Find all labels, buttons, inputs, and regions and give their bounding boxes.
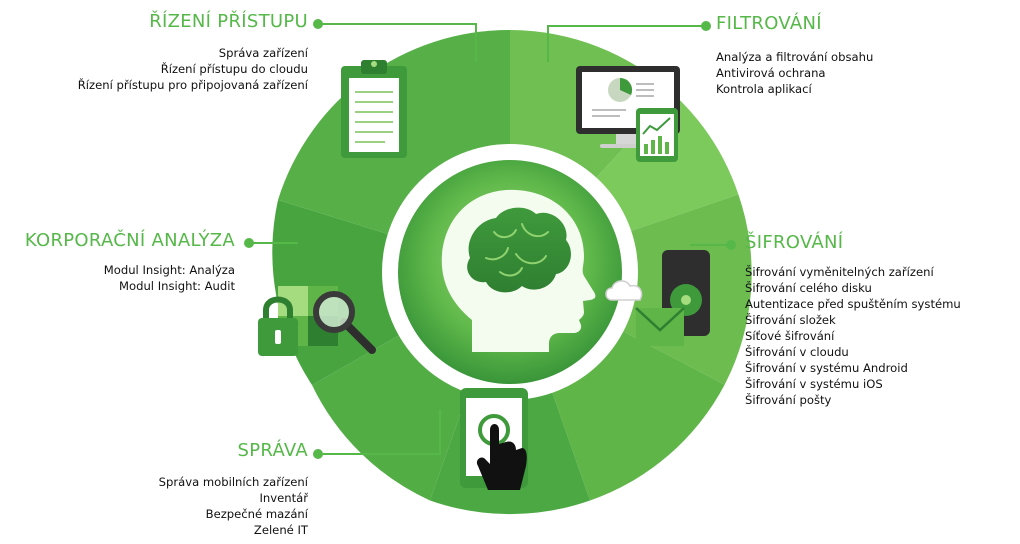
head-brain-icon (441, 189, 596, 352)
list-item: Řízení přístupu do cloudu (160, 62, 308, 76)
list-item: Šifrování v systému iOS (745, 377, 883, 391)
section-items-analyza: Modul Insight: Analýza Modul Insight: Au… (104, 262, 235, 294)
list-item: Zelené IT (253, 523, 308, 537)
list-item: Analýza a filtrování obsahu (716, 50, 874, 64)
list-item: Správa mobilních zařízení (158, 475, 308, 489)
list-item: Šifrování v systému Android (745, 361, 908, 375)
list-item: Správa zařízení (218, 46, 308, 60)
clipboard-icon (341, 60, 407, 158)
section-items-filtrovani: Analýza a filtrování obsahu Antivirová o… (716, 49, 873, 97)
list-item: Síťové šifrování (745, 329, 835, 343)
connector-lines (249, 23, 731, 455)
list-item: Kontrola aplikací (716, 82, 812, 96)
list-item: Šifrování v cloudu (745, 345, 849, 359)
list-item: Modul Insight: Audit (119, 279, 235, 293)
section-items-pristup: Správa zařízení Řízení přístupu do cloud… (78, 45, 308, 93)
tablet-touch-icon (460, 388, 528, 490)
section-items-sprava: Správa mobilních zařízení Inventář Bezpe… (159, 474, 308, 538)
connector-dots (244, 19, 736, 459)
lock-magnifier-icon (258, 286, 376, 356)
section-title-analyza: KORPORAČNÍ ANALÝZA (24, 230, 235, 251)
list-item: Bezpečné mazání (205, 507, 308, 521)
list-item: Šifrování složek (745, 313, 836, 327)
monitor-chart-icon (576, 66, 680, 162)
disk-envelope-icon (605, 250, 710, 346)
list-item: Modul Insight: Analýza (103, 263, 235, 277)
list-item: Šifrování celého disku (745, 281, 872, 295)
list-item: Šifrování vyměnitelných zařízení (745, 265, 934, 279)
list-item: Řízení přístupu pro připojovaná zařízení (77, 78, 308, 92)
list-item: Autentizace před spuštěním systému (745, 297, 961, 311)
list-item: Šifrování pošty (745, 393, 832, 407)
section-title-pristup: ŘÍZENÍ PŘÍSTUPU (149, 11, 308, 32)
section-title-filtrovani: FILTROVÁNÍ (716, 13, 822, 34)
section-title-sifrovani: ŠIFROVÁNÍ (745, 232, 844, 253)
section-items-sifrovani: Šifrování vyměnitelných zařízení Šifrová… (745, 264, 961, 408)
list-item: Antivirová ochrana (716, 66, 826, 80)
section-title-sprava: SPRÁVA (237, 440, 308, 461)
list-item: Inventář (259, 491, 308, 505)
